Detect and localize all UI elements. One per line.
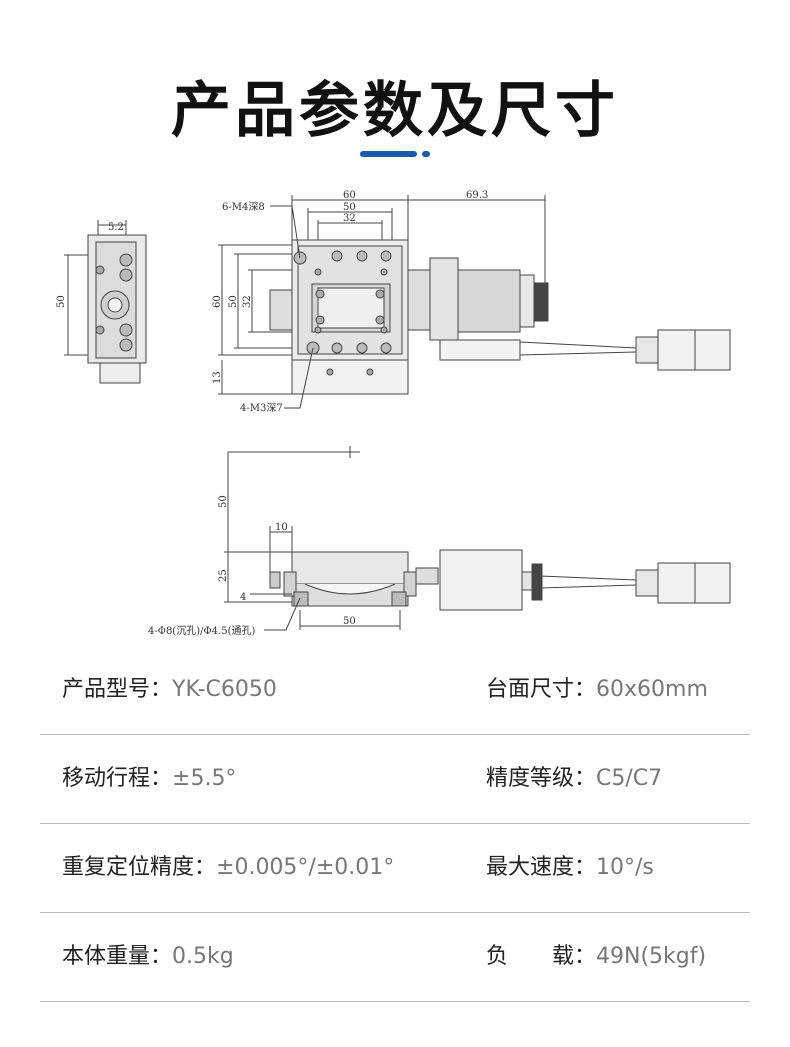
dim-13: 13 xyxy=(212,371,223,384)
spec-label: 最大速度： xyxy=(486,855,597,880)
dim-side-50: 50 xyxy=(56,295,67,308)
spec-value: 49N(5kgf) xyxy=(596,944,707,969)
spec-value: 10°/s xyxy=(596,855,654,880)
spec-table-size: 台面尺寸：60x60mm xyxy=(486,646,708,734)
spec-label: 精度等级： xyxy=(486,766,597,791)
dimension-drawing: 5.2 50 60 50 32 69.3 60 50 32 13 6-M4深8 … xyxy=(56,190,731,637)
spec-weight: 本体重量：0.5kg xyxy=(62,913,234,1001)
spec-label: 负 载： xyxy=(486,944,597,969)
spec-repeatability: 重复定位精度：±0.005°/±0.01° xyxy=(62,824,394,912)
dim-side-60: 60 xyxy=(212,295,223,308)
note-m3: 4-M3深7 xyxy=(240,402,283,414)
spec-row: 重复定位精度：±0.005°/±0.01° 最大速度：10°/s xyxy=(40,824,750,913)
spec-label: 台面尺寸： xyxy=(486,677,597,702)
spec-label: 本体重量： xyxy=(62,944,173,969)
spec-accuracy-grade: 精度等级：C5/C7 xyxy=(486,735,662,823)
spec-value: ±5.5° xyxy=(172,766,237,791)
spec-label: 重复定位精度： xyxy=(62,855,217,880)
dim-side-50b: 50 xyxy=(228,295,239,308)
spec-value: C5/C7 xyxy=(596,766,663,791)
spec-max-speed: 最大速度：10°/s xyxy=(486,824,654,912)
title-underline xyxy=(360,151,430,157)
dim-front-25: 25 xyxy=(218,569,229,582)
note-m4: 6-M4深8 xyxy=(222,201,265,213)
dim-69-3: 69.3 xyxy=(466,190,488,201)
spec-value: 0.5kg xyxy=(172,944,234,969)
title-underline-bar xyxy=(360,151,417,157)
dim-top-50: 50 xyxy=(343,202,356,213)
dim-side-32: 32 xyxy=(242,295,253,308)
dim-front-10: 10 xyxy=(275,522,288,533)
side-view xyxy=(64,220,147,384)
spec-load: 负 载：49N(5kgf) xyxy=(486,913,706,1001)
top-view xyxy=(218,195,731,409)
spec-travel: 移动行程：±5.5° xyxy=(62,735,236,823)
dim-front-50-bottom: 50 xyxy=(343,616,356,627)
title-underline-dot xyxy=(422,151,430,157)
spec-value: YK-C6050 xyxy=(172,677,277,702)
front-view xyxy=(224,446,731,631)
spec-value: 60x60mm xyxy=(596,677,708,702)
spec-label: 产品型号： xyxy=(62,677,173,702)
dim-front-4: 4 xyxy=(240,592,246,603)
page-title: 产品参数及尺寸 xyxy=(171,76,619,146)
spec-row: 本体重量：0.5kg 负 载：49N(5kgf) xyxy=(40,913,750,1002)
dim-side-5-2: 5.2 xyxy=(108,222,124,233)
spec-label: 移动行程： xyxy=(62,766,173,791)
dim-top-60: 60 xyxy=(343,190,356,201)
dim-top-32: 32 xyxy=(343,213,356,224)
spec-row: 产品型号：YK-C6050 台面尺寸：60x60mm xyxy=(40,646,750,735)
note-holes: 4-Φ8(沉孔)/Φ4.5(通孔) xyxy=(148,624,255,637)
dim-front-50-height: 50 xyxy=(218,495,229,508)
spec-row: 移动行程：±5.5° 精度等级：C5/C7 xyxy=(40,735,750,824)
spec-model: 产品型号：YK-C6050 xyxy=(62,646,277,734)
spec-table: 产品型号：YK-C6050 台面尺寸：60x60mm 移动行程：±5.5° 精度… xyxy=(40,646,750,1002)
spec-value: ±0.005°/±0.01° xyxy=(216,855,395,880)
